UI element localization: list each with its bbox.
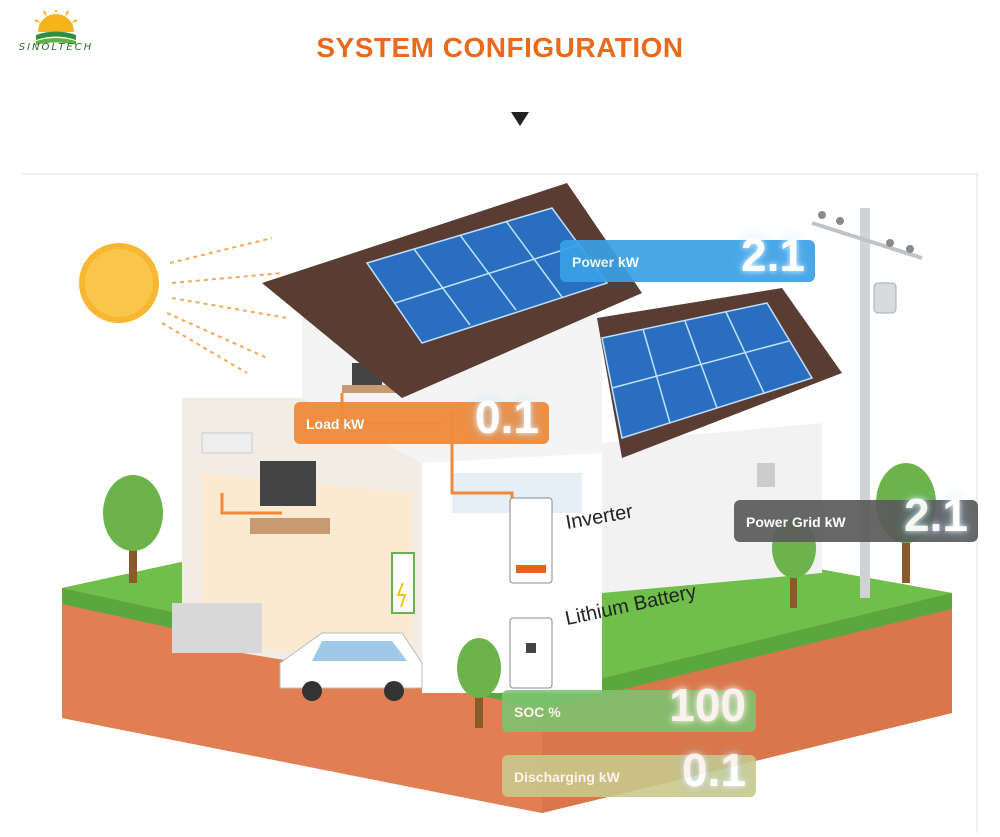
power-panel: Power kW 2.1 xyxy=(560,229,815,282)
sun-logo-icon xyxy=(34,10,78,45)
soc-label: SOC % xyxy=(514,704,561,720)
grid-value: 2.1 xyxy=(904,489,968,541)
car-icon xyxy=(279,632,423,701)
grid-panel: Power Grid kW 2.1 xyxy=(734,489,978,542)
solar-panel-icon xyxy=(365,207,814,439)
grid-label: Power Grid kW xyxy=(746,514,846,530)
load-label: Load kW xyxy=(306,416,365,432)
ev-charger-icon xyxy=(391,552,415,614)
inverter-icon xyxy=(509,497,553,584)
load-panel: Load kW 0.1 xyxy=(294,391,549,444)
soc-value: 100 xyxy=(669,679,746,731)
down-arrow-icon xyxy=(511,112,529,126)
discharging-label: Discharging kW xyxy=(514,769,620,785)
power-label: Power kW xyxy=(572,254,639,270)
battery-icon xyxy=(509,617,553,689)
power-value: 2.1 xyxy=(741,229,805,281)
house-illustration xyxy=(22,173,978,833)
sun-icon xyxy=(79,237,288,374)
brand-name: SINOLTECH xyxy=(18,42,94,53)
utility-pole-icon xyxy=(811,208,923,598)
page-title: SYSTEM CONFIGURATION xyxy=(316,32,684,63)
discharging-panel: Discharging kW 0.1 xyxy=(502,744,756,797)
soc-panel: SOC % 100 xyxy=(502,679,756,732)
load-value: 0.1 xyxy=(475,391,539,443)
discharging-value: 0.1 xyxy=(682,744,746,796)
